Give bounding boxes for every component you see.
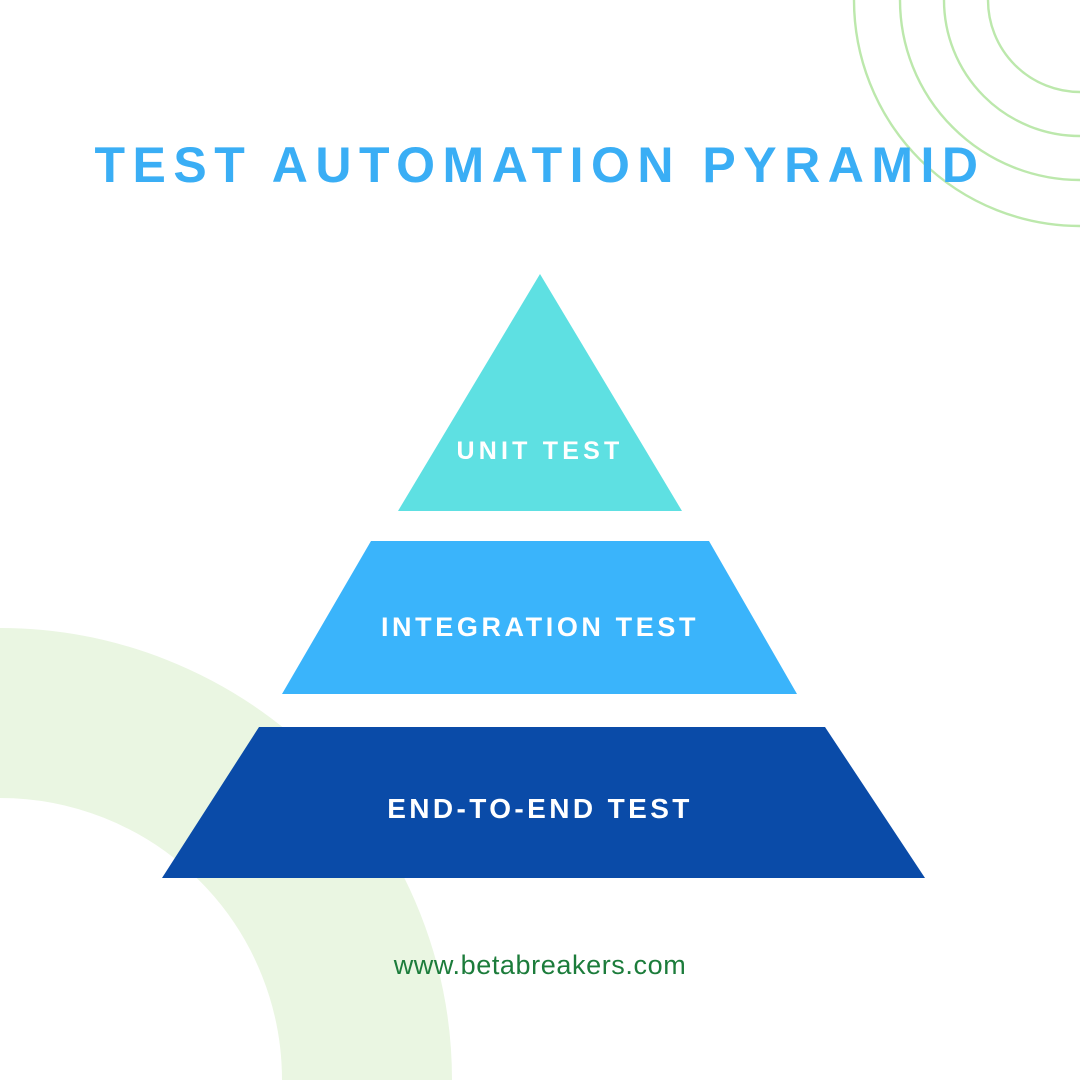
pyramid-tier-unit-test[interactable] (398, 274, 682, 511)
page-title: TEST AUTOMATION PYRAMID (94, 137, 986, 193)
pyramid-tier-end-to-end-test[interactable] (162, 727, 925, 878)
pyramid-tier-integration-test[interactable] (282, 541, 797, 694)
footer-website-url[interactable]: www.betabreakers.com (393, 950, 687, 980)
